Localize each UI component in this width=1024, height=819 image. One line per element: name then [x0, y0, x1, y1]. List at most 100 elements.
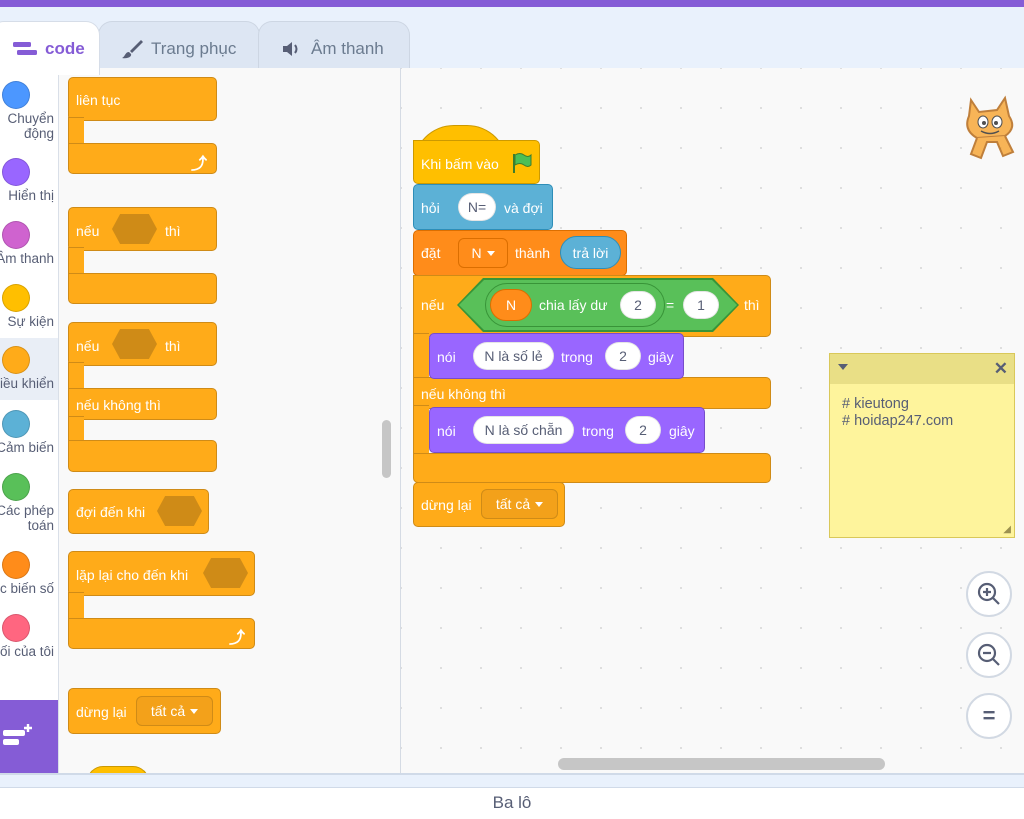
else-label: nếu không thì — [421, 386, 506, 402]
category-sensing-label: Cảm biến — [0, 440, 54, 455]
hat-label: Khi bấm vào — [421, 156, 499, 172]
workspace-scrollbar[interactable] — [558, 758, 885, 770]
say2-seconds-input[interactable]: 2 — [625, 416, 661, 444]
resize-handle-icon[interactable]: ◢ — [1003, 524, 1011, 535]
ask-tail-label: và đợi — [504, 200, 543, 216]
category-sound[interactable]: Âm thanh — [0, 213, 58, 275]
motion-dot — [2, 81, 30, 109]
category-variables[interactable]: Các biến số — [0, 543, 58, 605]
stop-label: dừng lại — [421, 497, 472, 513]
say1-label: nói — [437, 349, 456, 365]
tab-code[interactable]: code — [0, 21, 100, 75]
set-to-label: thành — [515, 245, 551, 261]
say2-text-input[interactable]: N là số chẵn — [473, 416, 574, 444]
looks-dot — [2, 158, 30, 186]
variables-dot — [2, 551, 30, 579]
ask-question-input[interactable]: N= — [458, 193, 496, 221]
zoom-out-button[interactable] — [966, 632, 1012, 678]
add-extension-icon — [3, 724, 32, 745]
repeat-until-label: lặp lại cho đến khi — [76, 567, 189, 583]
note-line-2: # hoidap247.com — [842, 413, 954, 429]
set-variable-dropdown[interactable]: N — [458, 238, 508, 268]
sound-dot — [2, 221, 30, 249]
tab-costumes-label: Trang phục — [151, 38, 237, 58]
if-else-then-label: thì — [165, 338, 181, 354]
sprite-cat-icon — [966, 95, 1015, 160]
tab-sounds-label: Âm thanh — [311, 38, 384, 58]
backpack-bar[interactable]: Ba lô — [0, 773, 1024, 819]
if-else-condition-slot[interactable] — [112, 329, 157, 359]
comment-note-header[interactable]: ✕ — [830, 354, 1014, 384]
close-icon[interactable]: ✕ — [993, 359, 1008, 378]
my-blocks-dot — [2, 614, 30, 642]
tab-code-label: code — [45, 38, 85, 58]
then-label: thì — [165, 223, 181, 239]
if-condition-slot[interactable] — [112, 214, 157, 244]
set-label: đặt — [421, 245, 441, 261]
say1-text-input[interactable]: N là số lẻ — [473, 342, 554, 370]
answer-reporter[interactable]: trả lời — [560, 236, 621, 269]
zoom-in-icon — [977, 582, 1000, 605]
say1-seconds-input[interactable]: 2 — [605, 342, 641, 370]
category-events[interactable]: Sự kiện — [0, 276, 58, 338]
stop-option-dropdown[interactable]: tất cả — [136, 696, 213, 726]
category-sound-label: Âm thanh — [0, 251, 54, 266]
if-label: nếu — [421, 297, 445, 313]
palette-next-hat-block[interactable] — [87, 766, 149, 773]
category-control-label: Điều khiển — [0, 376, 54, 391]
stop-option-dropdown[interactable]: tất cả — [481, 489, 558, 519]
wait-until-label: đợi đến khi — [76, 504, 146, 520]
add-extension-button[interactable] — [0, 700, 58, 773]
tab-sounds[interactable]: Âm thanh — [258, 21, 410, 75]
category-sensing[interactable]: Cảm biến — [0, 402, 58, 464]
note-line-1: # kieutong — [842, 396, 909, 412]
if-else-if-label: nếu — [76, 338, 100, 354]
operators-dot — [2, 473, 30, 501]
mod-divisor-input[interactable]: 2 — [620, 291, 656, 319]
category-looks-label: Hiển thị — [8, 188, 54, 203]
say2-label: nói — [437, 423, 456, 439]
forever-label: liên tục — [76, 92, 121, 108]
wait-until-condition-slot[interactable] — [157, 496, 202, 526]
say1-unit-label: giây — [648, 349, 674, 365]
comment-note[interactable]: ✕ # kieutong # hoidap247.com ◢ — [829, 353, 1015, 538]
zoom-out-icon — [977, 643, 1000, 666]
backpack-panel — [0, 787, 1024, 819]
variable-n-reporter[interactable]: N — [490, 289, 532, 321]
speaker-icon — [283, 41, 298, 56]
category-events-label: Sự kiện — [7, 314, 54, 329]
collapse-caret-icon[interactable] — [838, 364, 848, 370]
mod-label: chia lấy dư — [539, 297, 608, 313]
ask-label: hỏi — [421, 200, 440, 216]
block-palette: liên tục ⤴ nếu thì nếu thì nếu không thì… — [59, 68, 401, 773]
category-looks[interactable]: Hiển thị — [0, 150, 58, 212]
zoom-reset-icon: = — [982, 703, 996, 728]
green-flag-icon — [513, 153, 532, 173]
palette-scrollbar[interactable] — [382, 420, 391, 478]
say2-for-label: trong — [582, 423, 614, 439]
repeat-until-condition-slot[interactable] — [203, 558, 248, 588]
comment-note-text[interactable]: # kieutong # hoidap247.com — [842, 396, 953, 430]
zoom-reset-button[interactable]: = — [966, 693, 1012, 739]
equals-sign: = — [666, 297, 675, 313]
top-accent-bar — [0, 0, 1024, 7]
equals-value-input[interactable]: 1 — [683, 291, 719, 319]
brush-icon — [122, 39, 143, 58]
category-my-blocks-label: Khối của tôi — [0, 644, 54, 659]
stop-label: dừng lại — [76, 704, 127, 720]
say1-for-label: trong — [561, 349, 593, 365]
if-label: nếu — [76, 223, 100, 239]
category-control[interactable]: Điều khiển — [0, 338, 58, 400]
then-label: thì — [744, 297, 760, 313]
tab-strip: code Trang phục Âm thanh — [0, 7, 1024, 75]
tab-costumes[interactable]: Trang phục — [98, 21, 260, 75]
loop-arrow-icon: ⤴ — [191, 156, 208, 173]
zoom-in-button[interactable] — [966, 571, 1012, 617]
category-my-blocks[interactable]: Khối của tôi — [0, 606, 58, 668]
events-dot — [2, 284, 30, 312]
